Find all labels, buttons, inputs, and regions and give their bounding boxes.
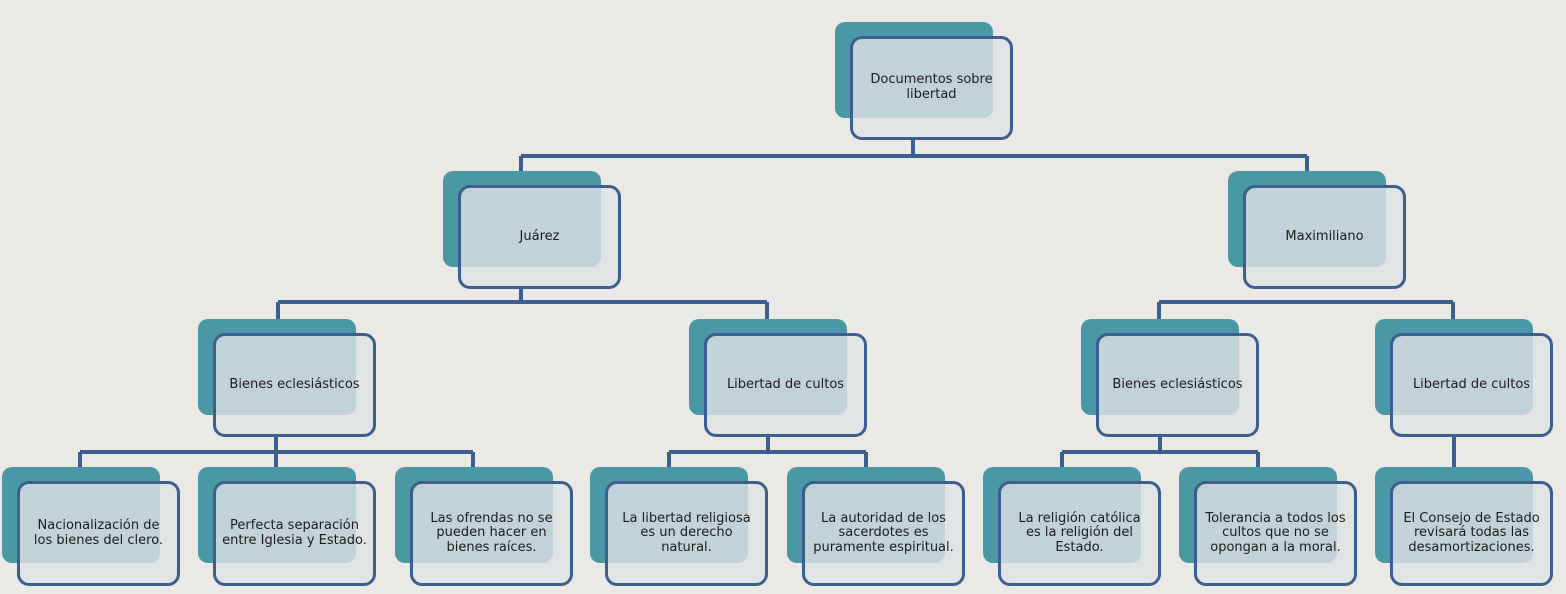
node-label: Libertad de cultos: [726, 376, 845, 392]
connector-m-bienes: [1060, 436, 1260, 482]
node-label: Bienes eclesiásticos: [229, 376, 360, 392]
node-label: La autoridad de los sacerdotes es purame…: [813, 510, 954, 555]
node-box: Maximiliano: [1243, 185, 1406, 289]
node-label: Libertad de cultos: [1412, 376, 1531, 392]
connector-j-cultos: [667, 436, 868, 482]
connector-root: [519, 140, 1309, 188]
node-box: Bienes eclesiásticos: [213, 333, 376, 437]
connector-juarez: [276, 288, 769, 336]
node-juarez-bienes: Bienes eclesiásticos: [198, 319, 376, 437]
node-label: Perfecta separación entre Iglesia y Esta…: [222, 517, 367, 548]
node-leaf-m-b-2: Tolerancia a todos los cultos que no se …: [1179, 467, 1357, 586]
node-box: La religión católica es la religión del …: [998, 481, 1161, 586]
node-box: Las ofrendas no se pueden hacer en biene…: [410, 481, 573, 586]
node-box: La autoridad de los sacerdotes es purame…: [802, 481, 965, 586]
node-box: Nacionalización de los bienes del clero.: [17, 481, 180, 586]
node-box: La libertad religiosa es un derecho natu…: [605, 481, 768, 586]
node-label: Las ofrendas no se pueden hacer en biene…: [430, 510, 553, 555]
node-leaf-j-b-2: Perfecta separación entre Iglesia y Esta…: [198, 467, 376, 586]
node-maximiliano-bienes: Bienes eclesiásticos: [1081, 319, 1259, 437]
node-maximiliano: Maximiliano: [1228, 171, 1406, 289]
node-label: Bienes eclesiásticos: [1112, 376, 1243, 392]
node-label: Nacionalización de los bienes del clero.: [33, 517, 164, 548]
node-box: Bienes eclesiásticos: [1096, 333, 1259, 437]
node-box: Perfecta separación entre Iglesia y Esta…: [213, 481, 376, 586]
node-leaf-m-c-1: El Consejo de Estado revisará todas las …: [1375, 467, 1553, 586]
node-juarez: Juárez: [443, 171, 621, 289]
node-label: Documentos sobre libertad: [870, 72, 993, 102]
node-maximiliano-cultos: Libertad de cultos: [1375, 319, 1553, 437]
node-label: Maximiliano: [1285, 228, 1364, 244]
node-box: Tolerancia a todos los cultos que no se …: [1194, 481, 1357, 586]
node-label: La libertad religiosa es un derecho natu…: [622, 510, 751, 555]
node-label: El Consejo de Estado revisará todas las …: [1403, 510, 1540, 555]
node-leaf-j-c-2: La autoridad de los sacerdotes es purame…: [787, 467, 965, 586]
node-box: Documentos sobre libertad: [850, 36, 1013, 140]
node-leaf-m-b-1: La religión católica es la religión del …: [983, 467, 1161, 586]
node-box: El Consejo de Estado revisará todas las …: [1390, 481, 1553, 586]
node-label: Tolerancia a todos los cultos que no se …: [1205, 510, 1346, 555]
node-box: Libertad de cultos: [704, 333, 867, 437]
node-box: Libertad de cultos: [1390, 333, 1553, 437]
node-leaf-j-b-1: Nacionalización de los bienes del clero.: [2, 467, 180, 586]
node-box: Juárez: [458, 185, 621, 289]
node-juarez-cultos: Libertad de cultos: [689, 319, 867, 437]
node-leaf-j-c-1: La libertad religiosa es un derecho natu…: [590, 467, 768, 586]
node-label: Juárez: [519, 228, 560, 244]
node-root: Documentos sobre libertad: [835, 22, 1013, 140]
node-label: La religión católica es la religión del …: [1018, 510, 1141, 555]
node-leaf-j-b-3: Las ofrendas no se pueden hacer en biene…: [395, 467, 573, 586]
